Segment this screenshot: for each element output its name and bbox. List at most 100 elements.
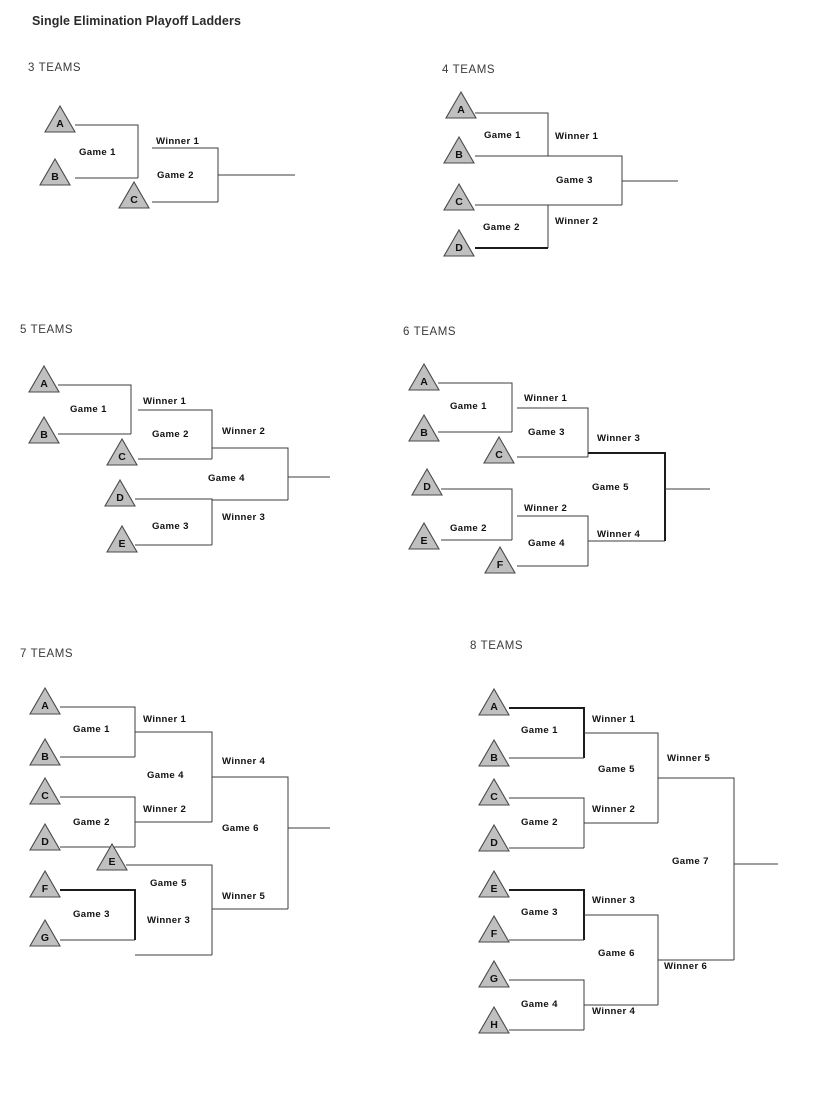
bracket-4-teams-team-c[interactable]: C <box>443 182 475 211</box>
bracket-6-teams-game-label-3: Game 3 <box>528 427 565 438</box>
bracket-5-teams-team-d[interactable]: D <box>104 478 136 507</box>
bracket-6-teams-team-e[interactable]: E <box>408 521 440 550</box>
bracket-5-teams-team-e[interactable]: E <box>106 524 138 553</box>
bracket-4-teams-connector-0 <box>475 112 549 156</box>
bracket-3-teams-team-a[interactable]: A <box>44 104 76 133</box>
bracket-8-teams-game-label-1: Game 1 <box>521 725 558 736</box>
bracket-8-teams-team-d[interactable]: D <box>478 823 510 852</box>
bracket-3-teams-game-label-2: Game 2 <box>157 170 194 181</box>
bracket-4-teams-team-d[interactable]: D <box>443 228 475 257</box>
bracket-8-teams-team-shape-f <box>478 914 510 943</box>
bracket-7-teams-connector-10 <box>212 776 289 909</box>
bracket-6-teams-winner-label-3: Winner 3 <box>597 433 640 444</box>
bracket-7-teams-winner-label-4: Winner 4 <box>222 756 266 767</box>
bracket-5-teams-team-label-c: C <box>118 451 126 463</box>
bracket-8-teams-team-label-g: G <box>490 973 498 985</box>
bracket-6-teams-team-d[interactable]: D <box>411 467 443 496</box>
bracket-4-teams-game-label-1: Game 1 <box>484 130 521 141</box>
bracket-7-teams-team-e[interactable]: E <box>96 842 128 871</box>
bracket-6-teams-team-shape-e <box>408 521 440 550</box>
bracket-6-teams-connector-4 <box>517 407 589 457</box>
bracket-7-teams-team-label-e: E <box>108 856 115 868</box>
bracket-8-teams-team-shape-h <box>478 1005 510 1034</box>
bracket-7-teams-team-shape-g <box>29 918 61 947</box>
bracket-7-teams-game-label-3: Game 3 <box>73 909 110 920</box>
bracket-7-teams-game-label-2: Game 2 <box>73 817 110 828</box>
bracket-6-teams-team-f[interactable]: F <box>484 545 516 574</box>
bracket-7-teams-team-shape-a <box>29 686 61 715</box>
bracket-6-teams-team-c[interactable]: C <box>483 435 515 464</box>
bracket-8-teams-winner-label-1: Winner 1 <box>592 714 636 725</box>
bracket-6-teams-team-label-f: F <box>497 559 504 571</box>
bracket-4-teams-team-a[interactable]: A <box>445 90 477 119</box>
bracket-7-teams-team-b[interactable]: B <box>29 737 61 766</box>
bracket-5-teams-team-shape-d <box>104 478 136 507</box>
bracket-8-teams-winner-label-6: Winner 6 <box>664 961 707 972</box>
bracket-8-teams-game-label-4: Game 4 <box>521 999 558 1010</box>
bracket-3-teams-team-c[interactable]: C <box>118 180 150 209</box>
bracket-6-teams-team-label-e: E <box>420 535 427 547</box>
bracket-8-teams-connector-0 <box>509 707 585 758</box>
bracket-8-teams-team-a[interactable]: A <box>478 687 510 716</box>
bracket-6-teams-team-label-b: B <box>420 427 428 439</box>
bracket-4-teams-team-label-b: B <box>455 149 463 161</box>
bracket-6-teams-connector-8 <box>588 452 666 541</box>
bracket-8-teams-team-f[interactable]: F <box>478 914 510 943</box>
bracket-4-teams-heading: 4 TEAMS <box>442 64 496 76</box>
bracket-4-teams-team-shape-d <box>443 228 475 257</box>
bracket-7-teams-winner-label-3: Winner 3 <box>147 915 190 926</box>
bracket-5-teams-team-label-e: E <box>118 538 125 550</box>
bracket-6-teams-heading: 6 TEAMS <box>403 326 457 338</box>
bracket-8-teams-team-shape-d <box>478 823 510 852</box>
bracket-7-teams-team-c[interactable]: C <box>29 776 61 805</box>
bracket-7-teams-winner-label-1: Winner 1 <box>143 714 187 725</box>
bracket-8-teams-team-e[interactable]: E <box>478 869 510 898</box>
bracket-5-teams-team-c[interactable]: C <box>106 437 138 466</box>
bracket-5-teams-team-shape-c <box>106 437 138 466</box>
bracket-6-teams-connector-6 <box>517 515 589 566</box>
bracket-6-teams-winner-label-1: Winner 1 <box>524 393 568 404</box>
bracket-7-teams-team-g[interactable]: G <box>29 918 61 947</box>
bracket-7-teams-connector-6 <box>135 731 213 822</box>
bracket-6-teams-team-shape-f <box>484 545 516 574</box>
bracket-7-teams-team-f[interactable]: F <box>29 869 61 898</box>
bracket-7-teams-team-shape-d <box>29 822 61 851</box>
bracket-6-teams-game-label-5: Game 5 <box>592 482 629 493</box>
bracket-3-teams-connector-0 <box>75 124 139 178</box>
bracket-8-teams-connector-2 <box>509 797 585 848</box>
bracket-5-teams-team-b[interactable]: B <box>28 415 60 444</box>
bracket-8-teams-team-c[interactable]: C <box>478 777 510 806</box>
bracket-8-teams-team-b[interactable]: B <box>478 738 510 767</box>
bracket-8-teams-team-label-f: F <box>491 928 498 940</box>
bracket-5-teams-team-a[interactable]: A <box>28 364 60 393</box>
bracket-8-teams-connector-10 <box>584 914 659 1005</box>
bracket-6-teams-game-label-4: Game 4 <box>528 538 565 549</box>
bracket-8-teams-team-shape-c <box>478 777 510 806</box>
bracket-6-teams-team-a[interactable]: A <box>408 362 440 391</box>
bracket-6-teams-team-b[interactable]: B <box>408 413 440 442</box>
bracket-7-teams-team-a[interactable]: A <box>29 686 61 715</box>
bracket-3-teams-game-label-1: Game 1 <box>79 147 116 158</box>
bracket-4-teams-team-b[interactable]: B <box>443 135 475 164</box>
bracket-5-teams-team-shape-b <box>28 415 60 444</box>
bracket-6-teams-team-label-a: A <box>420 376 428 388</box>
bracket-5-teams-winner-label-1: Winner 1 <box>143 396 187 407</box>
bracket-3-teams-team-shape-a <box>44 104 76 133</box>
bracket-8-teams-team-g[interactable]: G <box>478 959 510 988</box>
bracket-5-teams-winner-label-2: Winner 2 <box>222 426 265 437</box>
bracket-8-teams-winner-label-4: Winner 4 <box>592 1006 636 1017</box>
bracket-5-teams-connector-6 <box>212 447 289 500</box>
bracket-3-teams-heading: 3 TEAMS <box>28 62 82 74</box>
bracket-5-teams-game-label-1: Game 1 <box>70 404 107 415</box>
bracket-8-teams-team-h[interactable]: H <box>478 1005 510 1034</box>
bracket-3-teams-team-b[interactable]: B <box>39 157 71 186</box>
bracket-7-teams-team-d[interactable]: D <box>29 822 61 851</box>
bracket-6-teams-team-label-d: D <box>423 481 431 493</box>
bracket-7-teams-connector-0 <box>60 706 136 757</box>
